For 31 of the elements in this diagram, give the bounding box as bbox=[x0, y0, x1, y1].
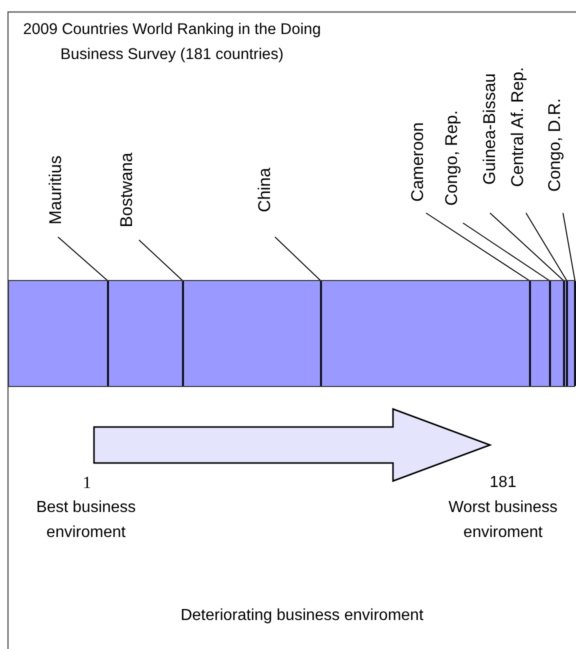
title: 2009 Countries World Ranking in the Doing Business Survey (181 countries) bbox=[22, 20, 322, 65]
tick-line bbox=[182, 281, 184, 386]
country-label: Congo, D.R. bbox=[545, 98, 565, 192]
tick-line bbox=[574, 281, 576, 386]
rank-number: 181 bbox=[490, 473, 516, 493]
leader-line bbox=[462, 222, 550, 282]
leader-line bbox=[138, 240, 184, 282]
leader-line bbox=[526, 212, 568, 282]
tick-line bbox=[529, 281, 531, 386]
leader-line bbox=[58, 236, 108, 282]
ranking-bar bbox=[8, 280, 575, 387]
country-label: Cameroon bbox=[408, 122, 428, 202]
country-label: Guinea-Bissau bbox=[480, 73, 500, 185]
country-label: Bostwana bbox=[117, 152, 137, 228]
tick-line bbox=[549, 281, 551, 386]
country-label: China bbox=[255, 168, 275, 212]
country-label: Congo, Rep. bbox=[442, 110, 462, 206]
tick-line bbox=[566, 281, 568, 386]
leader-line bbox=[274, 236, 322, 282]
rank-number: 1 bbox=[82, 472, 92, 494]
leader-line bbox=[562, 212, 576, 282]
country-label: Mauritius bbox=[46, 156, 66, 224]
tick-line bbox=[107, 281, 109, 386]
leader-line bbox=[490, 212, 564, 282]
scale-end-label: Worst business enviroment bbox=[448, 498, 558, 543]
tick-line bbox=[563, 281, 565, 386]
tick-line bbox=[320, 281, 322, 386]
leader-line bbox=[426, 212, 530, 282]
axis-caption: Deteriorating business enviroment bbox=[180, 606, 424, 626]
country-label: Central Af. Rep. bbox=[508, 67, 528, 187]
scale-end-label: Best business enviroment bbox=[35, 498, 137, 543]
